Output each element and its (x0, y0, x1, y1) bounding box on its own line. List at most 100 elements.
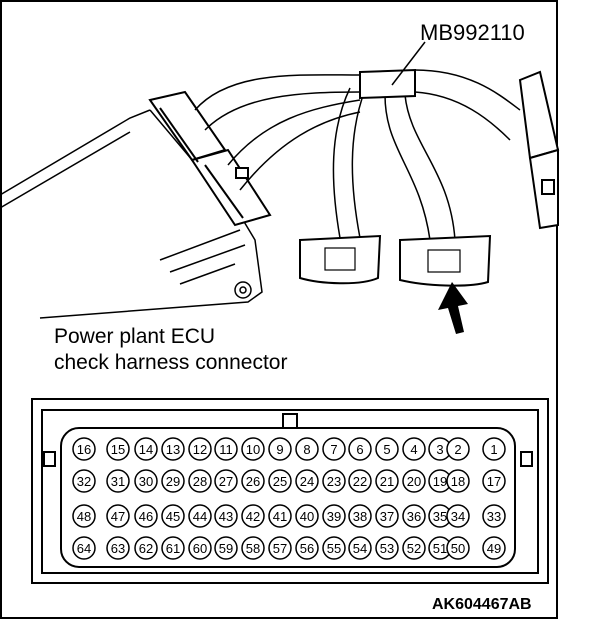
pin-circle (446, 536, 470, 560)
pin-number: 57 (273, 541, 287, 556)
pin-circle (295, 504, 319, 528)
connector-caption-line2: check harness connector (54, 351, 288, 374)
pin-circle (72, 504, 96, 528)
pin-circle (402, 536, 426, 560)
pin-circle (72, 536, 96, 560)
pin-circle (241, 437, 265, 461)
figure-code: AK604467AB (432, 596, 532, 613)
pin-number: 26 (246, 474, 260, 489)
pin-circle (446, 469, 470, 493)
pin-number: 30 (139, 474, 153, 489)
pin-circle (402, 469, 426, 493)
pin-number: 27 (219, 474, 233, 489)
pin-number: 16 (77, 442, 91, 457)
pin-circle (446, 504, 470, 528)
pin-number: 1 (490, 442, 497, 457)
pin-circle (241, 504, 265, 528)
pin-circle (375, 437, 399, 461)
pin-number: 34 (451, 509, 465, 524)
pin-number: 58 (246, 541, 260, 556)
pin-circle (375, 469, 399, 493)
pin-number: 40 (300, 509, 314, 524)
pin-number: 45 (166, 509, 180, 524)
pin-circle (161, 437, 185, 461)
connector-caption-line1: Power plant ECU (54, 325, 216, 348)
pin-number: 46 (139, 509, 153, 524)
pin-circle (106, 469, 130, 493)
pin-number: 51 (433, 541, 447, 556)
pin-number: 19 (433, 474, 447, 489)
pin-circle (482, 469, 506, 493)
pin-number: 28 (193, 474, 207, 489)
pin-number: 39 (327, 509, 341, 524)
pin-circle (134, 437, 158, 461)
pin-circle (134, 469, 158, 493)
pin-number: 9 (276, 442, 283, 457)
harness-sleeve (359, 68, 416, 100)
pin-number: 36 (407, 509, 421, 524)
pin-number: 24 (300, 474, 314, 489)
pin-number: 60 (193, 541, 207, 556)
pin-circle (268, 504, 292, 528)
pin-circle (322, 437, 346, 461)
pin-circle (214, 469, 238, 493)
pin-number: 47 (111, 509, 125, 524)
pin-number: 2 (454, 442, 461, 457)
pin-number: 14 (139, 442, 153, 457)
pin-number: 11 (219, 442, 233, 457)
pin-circle (106, 536, 130, 560)
pin-number: 32 (77, 474, 91, 489)
pin-number: 20 (407, 474, 421, 489)
pin-number: 8 (303, 442, 310, 457)
pin-circle (375, 504, 399, 528)
pin-number: 54 (353, 541, 367, 556)
pin-circle (134, 504, 158, 528)
pin-number: 33 (487, 509, 501, 524)
check-connector-left (299, 234, 382, 285)
pin-circle (348, 504, 372, 528)
pin-number: 23 (327, 474, 341, 489)
right-connector (518, 70, 560, 230)
pin-number: 37 (380, 509, 394, 524)
pin-circle (482, 536, 506, 560)
pin-number: 48 (77, 509, 91, 524)
pin-number: 21 (380, 474, 394, 489)
pin-circle (268, 469, 292, 493)
connector-face (31, 398, 549, 584)
pin-number: 12 (193, 442, 207, 457)
pin-circle (268, 536, 292, 560)
pin-number: 3 (436, 442, 443, 457)
pin-number: 49 (487, 541, 501, 556)
pin-circle (348, 437, 372, 461)
pin-circle (161, 536, 185, 560)
pin-circle (72, 437, 96, 461)
arrow-icon (438, 282, 468, 334)
pin-circle (375, 536, 399, 560)
pin-number: 13 (166, 442, 180, 457)
pin-circle (241, 469, 265, 493)
pin-number: 22 (353, 474, 367, 489)
check-connector-right (399, 234, 492, 287)
pin-number: 29 (166, 474, 180, 489)
pin-circle (214, 437, 238, 461)
pin-number: 7 (330, 442, 337, 457)
pin-circle (188, 469, 212, 493)
pin-number: 55 (327, 541, 341, 556)
pin-circle (241, 536, 265, 560)
pin-number: 42 (246, 509, 260, 524)
pin-number: 17 (487, 474, 501, 489)
pin-number: 52 (407, 541, 421, 556)
pin-circle (402, 504, 426, 528)
pin-number: 4 (410, 442, 417, 457)
pin-circle (295, 437, 319, 461)
pin-circle (482, 437, 506, 461)
pin-number: 63 (111, 541, 125, 556)
pin-number: 56 (300, 541, 314, 556)
pin-circle (446, 437, 470, 461)
pin-circle (322, 469, 346, 493)
pin-circle (295, 469, 319, 493)
pin-circle (322, 504, 346, 528)
